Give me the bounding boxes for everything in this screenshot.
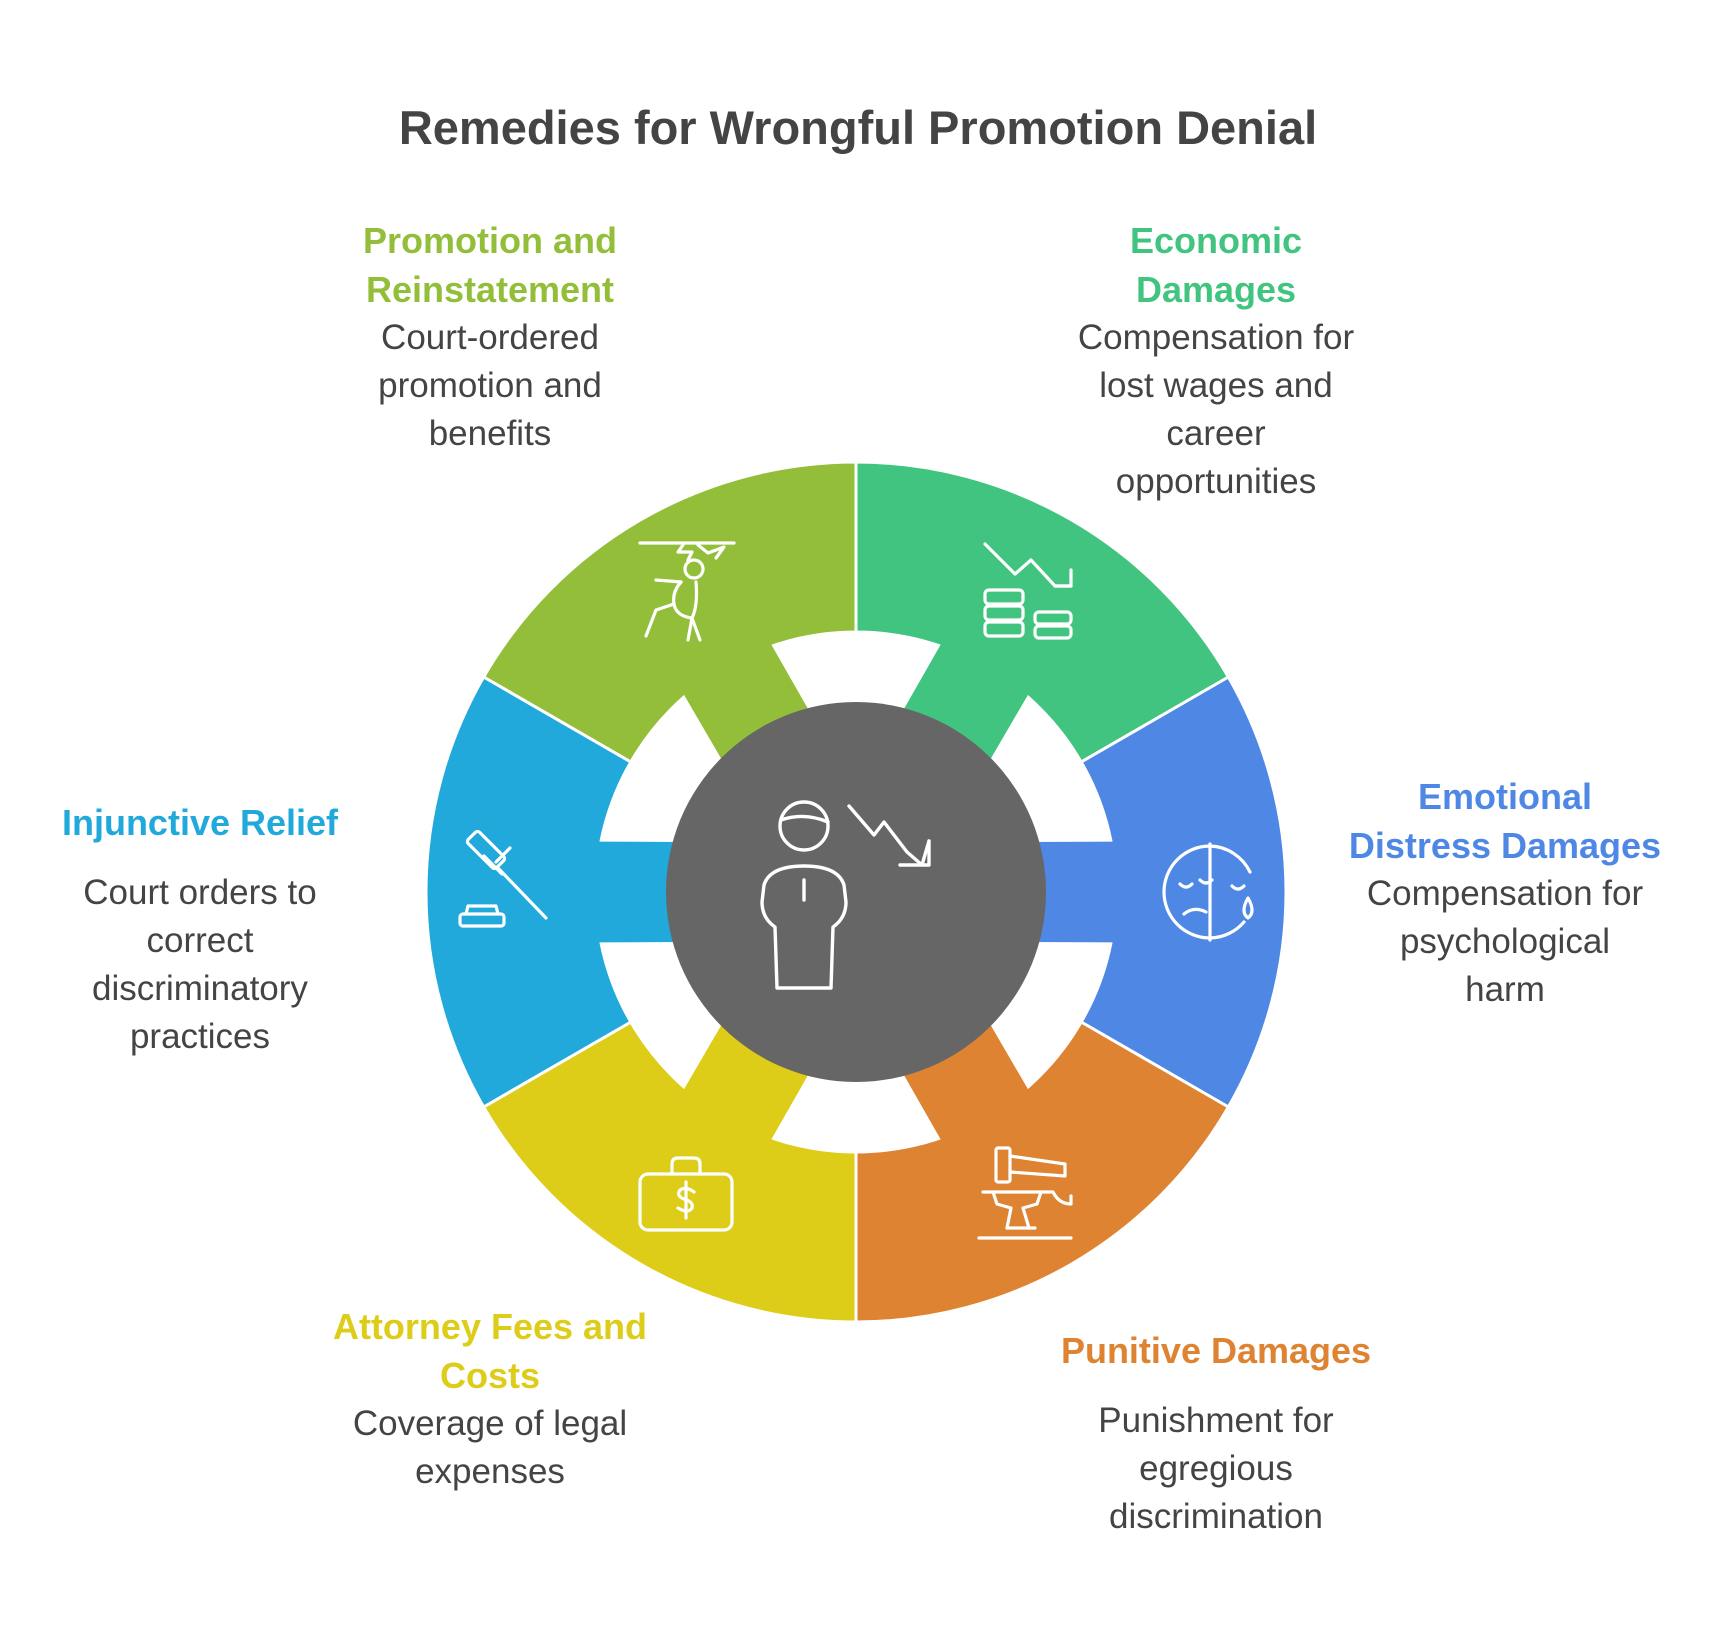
item-title: Emotional Distress Damages	[1316, 772, 1694, 870]
connector-emotional	[1030, 841, 1120, 943]
hammer-anvil-icon	[977, 1146, 1073, 1240]
item-desc-line: Court orders to	[83, 873, 317, 912]
item-title: Punitive Damages	[1026, 1326, 1406, 1375]
item-title: Promotion and Reinstatement	[304, 216, 676, 314]
item-desc-line: opportunities	[1115, 462, 1317, 501]
connector-promotion	[682, 642, 812, 766]
item-title-line: Injunctive Relief	[61, 802, 339, 843]
item-desc: Compensation for psychological harm	[1316, 870, 1694, 1014]
item-desc: Court orders to correct discriminatory p…	[34, 869, 366, 1061]
item-desc-line: Court-ordered	[381, 318, 599, 357]
item-desc-line: harm	[1465, 970, 1545, 1009]
item-title: Injunctive Relief	[34, 798, 366, 847]
falling-person-icon	[638, 541, 736, 642]
connector-tabs	[592, 642, 1120, 1142]
item-desc-line: practices	[129, 1017, 271, 1056]
sad-face-icon	[1162, 842, 1254, 942]
center-hub	[666, 702, 1046, 1082]
item-attorney: Attorney Fees and Costs Coverage of lega…	[300, 1302, 680, 1496]
item-emotional: Emotional Distress Damages Compensation …	[1316, 772, 1694, 1014]
connector-punitive	[900, 1018, 1030, 1142]
item-desc: Punishment for egregious discrimination	[1026, 1397, 1406, 1541]
item-title-line: Attorney Fees and	[332, 1306, 648, 1347]
person-trend-down-icon	[760, 800, 931, 990]
item-desc-line: expenses	[415, 1452, 565, 1491]
item-desc-line: Punishment for	[1098, 1401, 1334, 1440]
item-desc-line: career	[1166, 414, 1266, 453]
item-punitive: Punitive Damages Punishment for egregiou…	[1026, 1326, 1406, 1541]
item-title-line: Reinstatement	[365, 269, 615, 310]
item-desc-line: promotion and	[378, 366, 602, 405]
page-title: Remedies for Wrongful Promotion Denial	[398, 101, 1318, 154]
item-injunctive: Injunctive Relief Court orders to correc…	[34, 798, 366, 1061]
item-title: Attorney Fees and Costs	[300, 1302, 680, 1400]
item-desc: Court-ordered promotion and benefits	[304, 314, 676, 458]
item-desc: Coverage of legal expenses	[300, 1400, 680, 1496]
item-title-line: Punitive Damages	[1060, 1330, 1372, 1371]
item-economic: Economic Damages Compensation for lost w…	[1026, 216, 1406, 506]
item-title-line: Promotion and	[363, 220, 617, 261]
item-desc: Compensation for lost wages and career o…	[1026, 314, 1406, 506]
item-desc-line: discrimination	[1109, 1497, 1323, 1536]
connector-injunctive	[592, 841, 682, 943]
item-desc-line: correct	[146, 921, 254, 960]
item-title-line: Emotional	[1417, 776, 1592, 817]
gavel-icon	[458, 829, 548, 928]
item-title-line: Costs	[439, 1355, 541, 1396]
connector-attorney	[682, 1018, 812, 1142]
item-title: Economic Damages	[1026, 216, 1406, 314]
coins-trend-down-icon	[983, 542, 1073, 640]
money-bag-icon	[638, 1156, 734, 1232]
item-desc-line: discriminatory	[92, 969, 308, 1008]
item-title-line: Distress Damages	[1348, 825, 1662, 866]
item-desc-line: egregious	[1139, 1449, 1293, 1488]
item-promotion: Promotion and Reinstatement Court-ordere…	[304, 216, 676, 458]
item-desc-line: Compensation for	[1077, 318, 1355, 357]
item-desc-line: psychological	[1399, 922, 1611, 961]
connector-economic	[900, 642, 1030, 766]
item-title-line: Economic	[1129, 220, 1303, 261]
item-desc-line: lost wages and	[1099, 366, 1333, 405]
item-title-line: Damages	[1135, 269, 1297, 310]
item-desc-line: benefits	[428, 414, 552, 453]
item-desc-line: Coverage of legal	[352, 1404, 628, 1443]
item-desc-line: Compensation for	[1366, 874, 1644, 913]
